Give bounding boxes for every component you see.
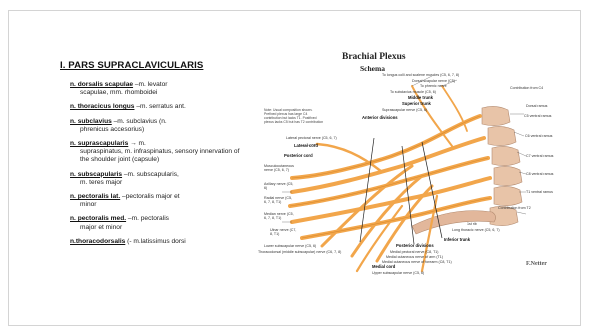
label-lower-subscapular: Lower subscapular nerve (C5, 6) [264, 244, 317, 248]
label-axillary: Axillary nerve (C5, 6) [264, 182, 294, 190]
text-column: I. PARS SUPRACLAVICULARIS n. dorsalis sc… [60, 60, 240, 252]
nerve-name: n.thoracodorsalis [70, 237, 126, 245]
label-t1: T1 ventral ramus [526, 190, 553, 194]
label-anterior-divisions: Anterior divisions [362, 115, 398, 120]
figure-title: Brachial Plexus [342, 52, 406, 62]
label-medial-cut-arm: Medial cutaneous nerve of arm (T1) [386, 255, 443, 259]
list-item: n. subclavius –m. subclavius (n.phrenicu… [70, 118, 240, 134]
label-top2: Dorsal scapular nerve (C5) [412, 79, 455, 83]
label-top1: To longus colli and scalene muscles (C5,… [382, 73, 460, 77]
nerve-desc-cont: major et minor [80, 223, 123, 231]
first-rib [411, 210, 496, 235]
nerve-outlines [289, 115, 491, 239]
label-ulnar: Ulnar nerve (C7, 8, T1) [270, 228, 297, 236]
nerve-desc: –m. serratus ant. [134, 103, 186, 111]
figure-subtitle: Schema [360, 64, 385, 73]
nerve-desc-cont: minor [80, 201, 97, 209]
nerve-desc-cont: supraspinatus, m. infraspinatus, sensory… [80, 148, 240, 164]
nerve-name: n. pectoralis med. [70, 215, 127, 223]
label-thoracodorsal: Thoracodorsal (middle subscapular) nerve… [258, 250, 342, 254]
slide-frame [8, 10, 581, 326]
label-lateral-cord: Lateral cord [294, 143, 318, 148]
label-suprascapular: Suprascapular nerve (C5, 6) [382, 108, 428, 112]
label-c6: C6 ventral ramus [525, 134, 553, 138]
nerve-desc: –m. pectoralis [126, 215, 169, 223]
label-dorsal-ramus: Dorsal ramus [526, 104, 548, 108]
division-lines [359, 137, 443, 245]
nerve-desc-cont: scapulae, mm. rhomboidei [80, 89, 158, 97]
label-c8: C8 ventral ramus [526, 172, 554, 176]
label-contrib-c4: Contribution from C4 [510, 86, 544, 90]
list-item: n. subscapularis –m. subscapularis,m. te… [70, 171, 240, 187]
label-top3: To phrenic nerve [420, 84, 447, 88]
label-inferior-trunk: Inferior trunk [444, 237, 471, 242]
plexus-illustration [282, 75, 527, 273]
label-medial-cord: Medial cord [372, 264, 396, 269]
nerve-desc: (- m.latissimus dorsi [125, 237, 186, 245]
nerve-name: n. subscapularis [70, 170, 123, 178]
label-long-thoracic: Long thoracic nerve (C5, 6, 7) [452, 228, 500, 232]
slide-title: I. PARS SUPRACLAVICULARIS [60, 60, 204, 71]
nerve-name: n. thoracicus longus [70, 103, 135, 111]
nerve-desc: –m. levator [133, 81, 168, 88]
list-item: n. suprascapularis → m.supraspinatus, m.… [70, 140, 240, 165]
label-medial-pectoral: Medial pectoral nerve (C8, T1) [390, 250, 439, 254]
label-contrib-t2: Contribution from T2 [498, 206, 531, 210]
label-upper-subscapular: Upper subscapular nerve (C5, 6) [372, 271, 425, 275]
label-median: Median nerve (C5, 6, 7, 8, T1) [264, 212, 294, 220]
nerve-desc: –m. subscapularis, [122, 170, 179, 178]
label-middle-trunk: Middle trunk [408, 95, 433, 100]
netter-signature: F.Netter [526, 261, 547, 267]
list-item: n. pectoralis lat. –pectoralis major et m… [70, 193, 240, 209]
list-item: n. thoracicus longus –m. serratus ant. [70, 103, 240, 111]
list-item: n.thoracodorsalis (- m.latissimus dorsi [70, 238, 240, 246]
nerve-name: n. dorsalis scapulae [70, 81, 134, 88]
label-top4: To subclavius muscle (C5, 6) [390, 90, 436, 94]
nerve-desc: → m. [128, 140, 146, 148]
label-superior-trunk: Superior trunk [402, 101, 431, 106]
nerve-desc-cont: phrenicus accesorius) [80, 125, 145, 133]
nerve-desc-cont: m. teres major [80, 178, 123, 186]
label-medial-cut-forearm: Medial cutaneous nerve of forearm (C8, T… [382, 260, 452, 264]
label-c5: C5 ventral ramus [524, 114, 552, 118]
label-radial: Radial nerve (C5, 6, 7, 8, T1) [264, 196, 292, 204]
label-posterior-cord: Posterior cord [284, 153, 313, 158]
label-first-rib: 1st rib [467, 222, 477, 226]
figure-note: Note: Usual composition shown. Prefixed … [264, 108, 324, 125]
label-posterior-divisions: Posterior divisions [396, 243, 434, 248]
nerve-desc: –m. subclavius (n. [111, 117, 167, 125]
nerve-name: n. suprascapularis [70, 140, 129, 148]
vertebrae [481, 106, 523, 226]
nerve-name: n. subclavius [70, 117, 112, 125]
nerve-desc: –pectoralis major et [120, 193, 180, 201]
nerve-name: n. pectoralis lat. [70, 193, 121, 201]
label-musculocutaneous: Musculocutaneous nerve (C5, 6, 7) [264, 164, 294, 172]
brachial-plexus-figure: Brachial Plexus Schema Note: Usual compo… [258, 46, 558, 304]
label-lateral-pectoral: Lateral pectoral nerve (C5, 6, 7) [286, 136, 337, 140]
leader-lines [282, 75, 527, 223]
label-c7: C7 ventral ramus [526, 154, 554, 158]
